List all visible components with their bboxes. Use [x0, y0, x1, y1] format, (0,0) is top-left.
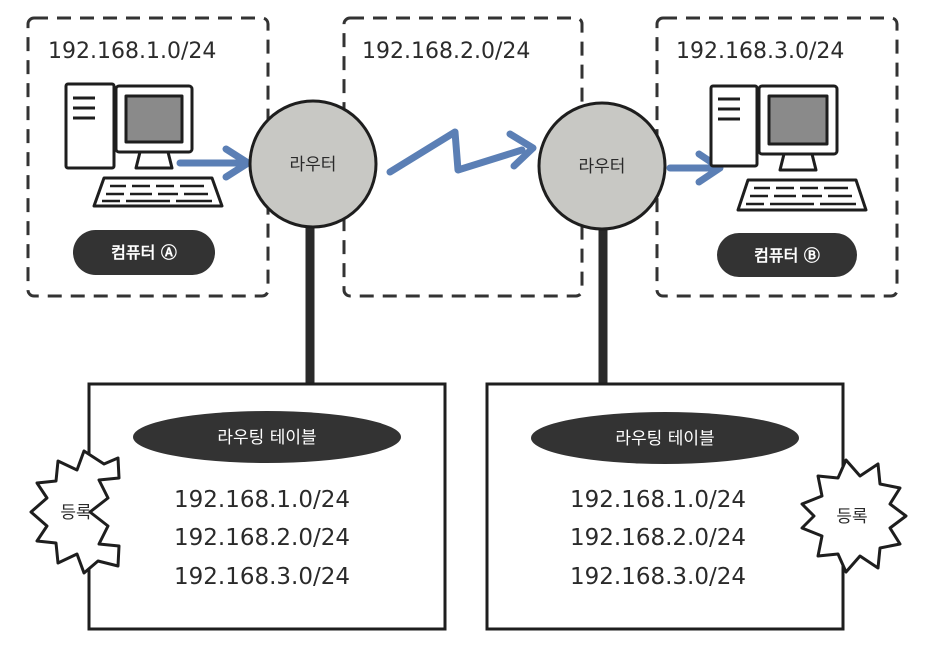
network-label-middle: 192.168.2.0/24	[362, 39, 530, 64]
register-burst-right: 등록	[800, 458, 908, 574]
routing-table-right-route-3: 192.168.3.0/24	[570, 564, 746, 590]
router-right: 라우터	[537, 101, 667, 231]
computer-b-icon	[709, 84, 868, 212]
network-label-left: 192.168.1.0/24	[48, 39, 216, 64]
computer-a-label-pill: 컴퓨터 Ⓐ	[73, 230, 215, 275]
router-right-node	[537, 101, 667, 231]
routing-table-left-title: 라우팅 테이블	[217, 428, 316, 448]
routing-table-left-route-1: 192.168.1.0/24	[174, 487, 350, 513]
computer-b-label-pill: 컴퓨터 Ⓑ	[717, 233, 857, 277]
register-burst-right-label: 등록	[836, 507, 867, 527]
arrow-router-to-router	[386, 128, 537, 176]
register-burst-left-label: 등록	[60, 503, 91, 523]
arrow-router-to-computer-b	[666, 150, 724, 186]
computer-a-icon	[64, 82, 224, 208]
router-left-label: 라우터	[290, 155, 337, 175]
router-right-label: 라우터	[579, 157, 626, 177]
router-left-node	[248, 99, 378, 229]
routing-table-left-route-3: 192.168.3.0/24	[174, 564, 350, 590]
routing-table-left-route-2: 192.168.2.0/24	[174, 525, 350, 551]
register-burst-left: 등록	[29, 449, 121, 575]
arrow-computer-a-to-router	[176, 145, 252, 181]
routing-table-right-title: 라우팅 테이블	[615, 429, 714, 449]
router-left: 라우터	[248, 99, 378, 229]
network-label-right: 192.168.3.0/24	[676, 39, 844, 64]
routing-table-right-title-pill: 라우팅 테이블	[531, 412, 799, 464]
computer-b-label: 컴퓨터 Ⓑ	[754, 246, 820, 265]
computer-a-label: 컴퓨터 Ⓐ	[111, 243, 177, 262]
routing-table-right-route-2: 192.168.2.0/24	[570, 525, 746, 551]
routing-table-right-route-1: 192.168.1.0/24	[570, 487, 746, 513]
routing-table-left-title-pill: 라우팅 테이블	[133, 411, 401, 463]
